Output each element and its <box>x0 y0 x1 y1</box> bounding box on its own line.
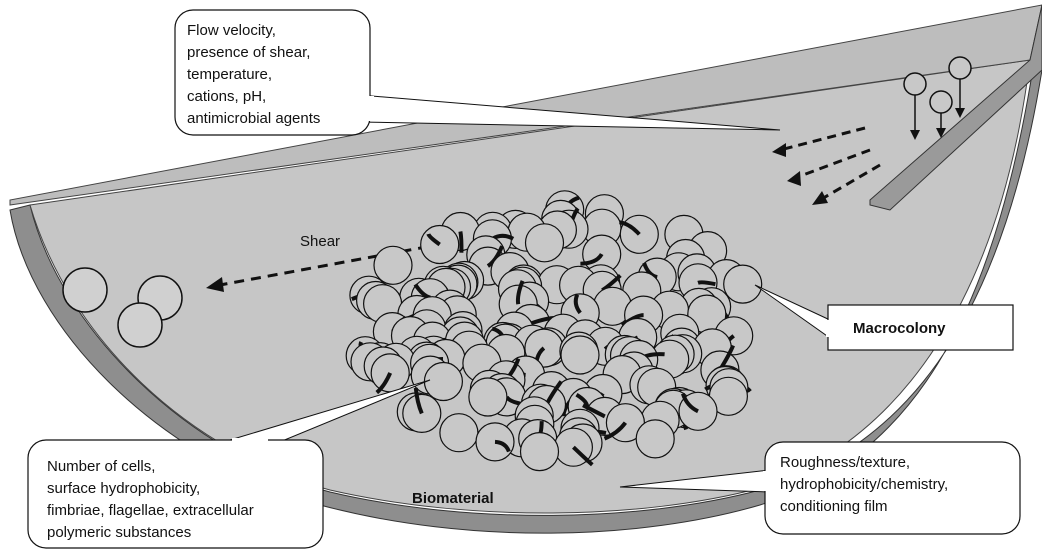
svg-text:conditioning film: conditioning film <box>780 498 888 515</box>
svg-text:Roughness/texture,: Roughness/texture, <box>780 454 910 471</box>
svg-text:temperature,: temperature, <box>187 66 272 83</box>
svg-text:Flow velocity,: Flow velocity, <box>187 22 276 39</box>
shear-label: Shear <box>300 233 340 250</box>
colony-cell <box>724 265 762 303</box>
svg-text:hydrophobicity/chemistry,: hydrophobicity/chemistry, <box>780 476 948 493</box>
eps-strand <box>698 282 715 284</box>
eps-strand <box>460 232 461 253</box>
colony-cell <box>440 414 478 452</box>
colony-cell <box>374 246 412 284</box>
svg-text:Number of cells,: Number of cells, <box>47 458 155 475</box>
colony-cell <box>424 363 462 401</box>
biomaterial-label: Biomaterial <box>412 490 494 507</box>
macrocolony-label: Macrocolony <box>853 320 946 337</box>
svg-text:antimicrobial agents: antimicrobial agents <box>187 110 320 127</box>
svg-text:polymeric substances: polymeric substances <box>47 524 191 541</box>
svg-text:cations, pH,: cations, pH, <box>187 88 266 105</box>
colony-cell <box>561 336 599 374</box>
colony-cell <box>469 378 507 416</box>
svg-text:presence of shear,: presence of shear, <box>187 44 310 61</box>
colony-cell <box>526 224 564 262</box>
colony-cell <box>636 420 674 458</box>
colony-cell <box>521 433 559 471</box>
svg-text:surface hydrophobicity,: surface hydrophobicity, <box>47 480 200 497</box>
svg-text:fimbriae, flagellae, extracell: fimbriae, flagellae, extracellular <box>47 502 254 519</box>
